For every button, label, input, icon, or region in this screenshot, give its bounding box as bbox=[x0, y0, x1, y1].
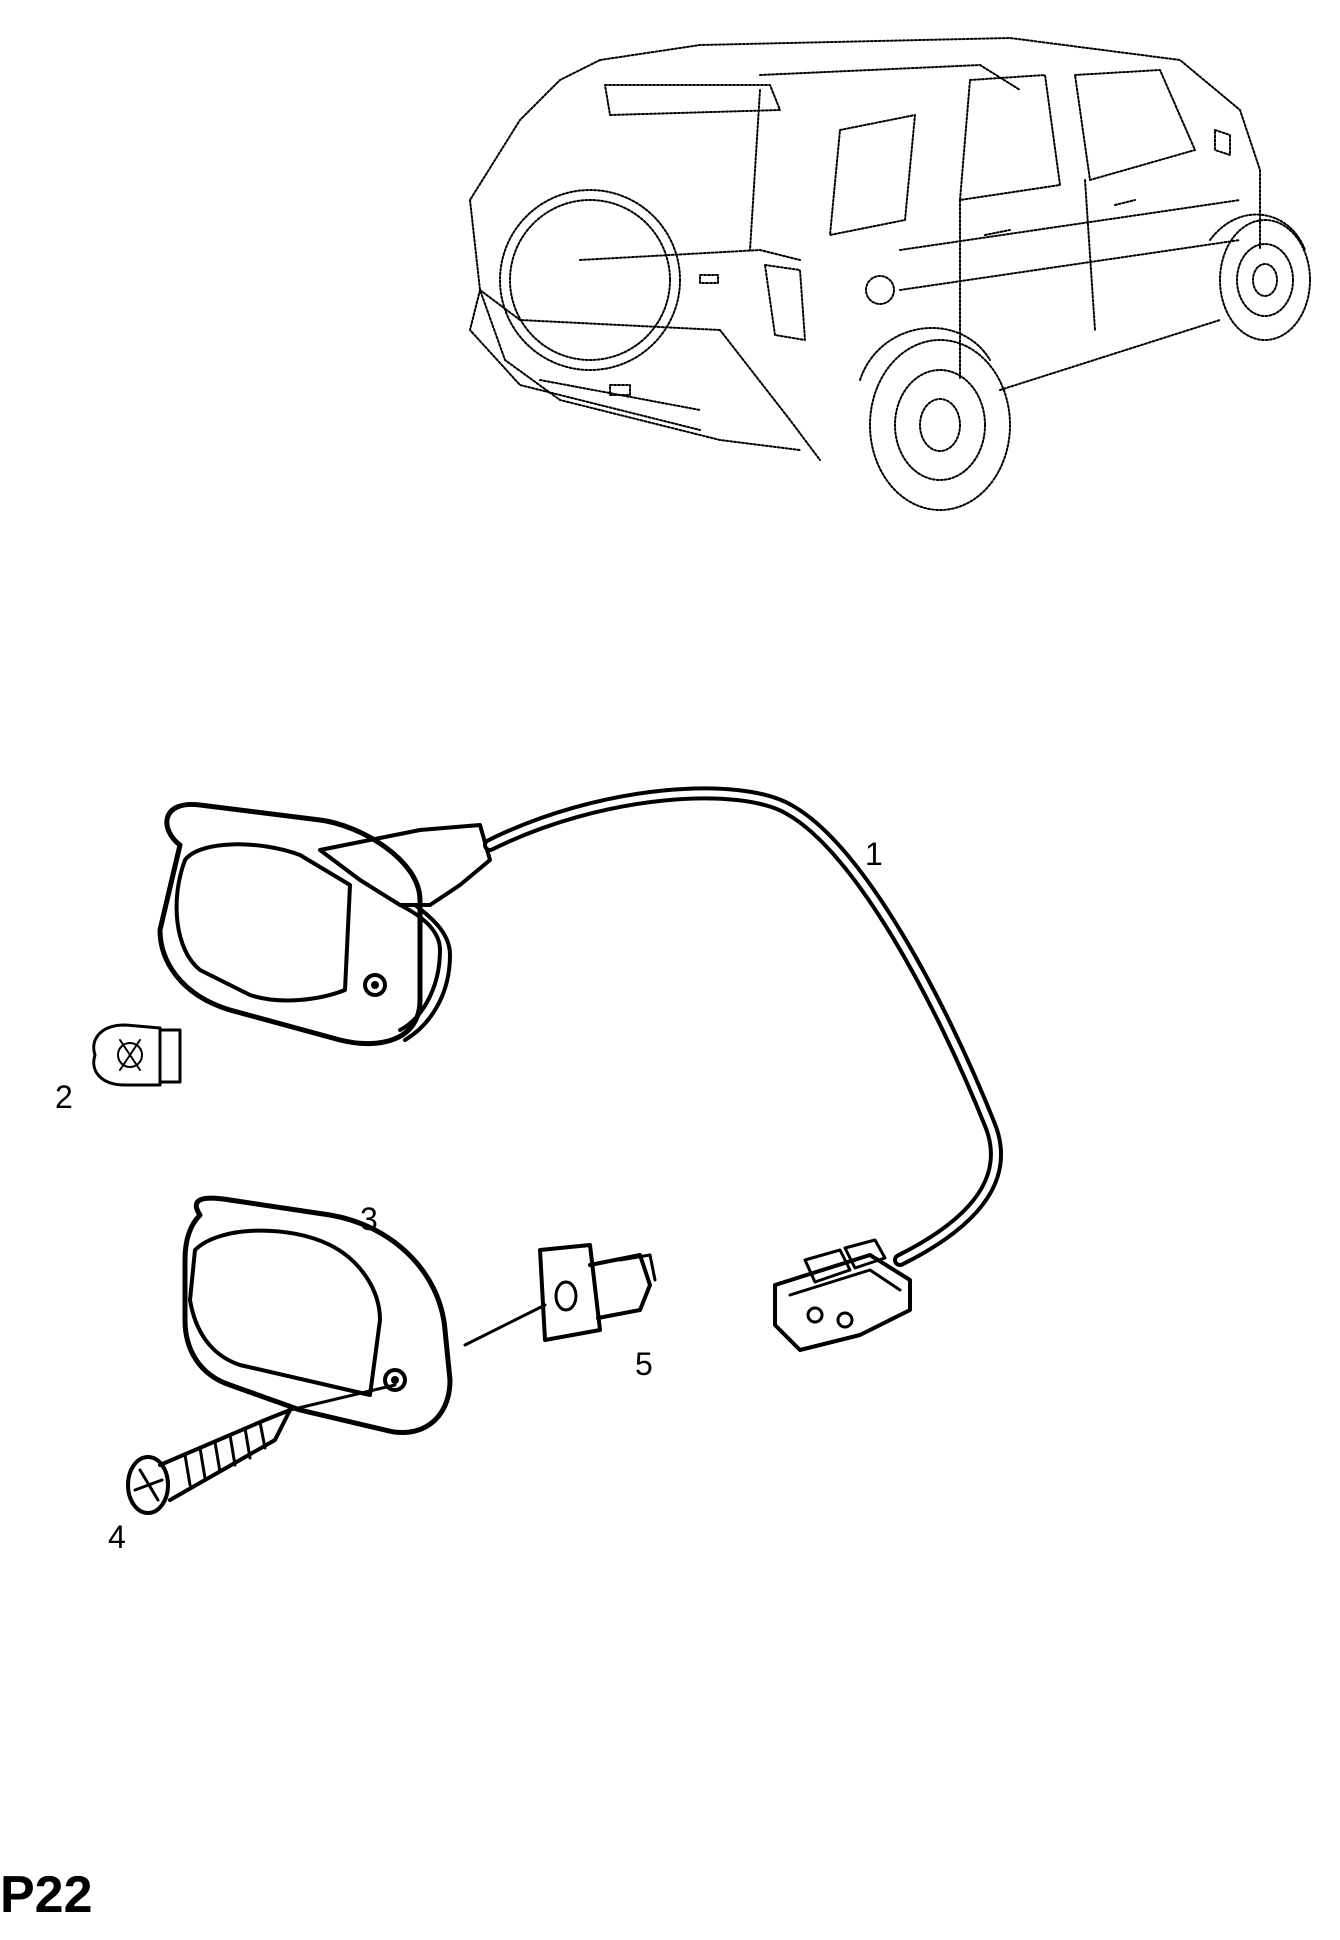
callout-5: 5 bbox=[635, 1346, 653, 1382]
bulb-icon bbox=[92, 1023, 182, 1087]
license-plate-lamp-with-harness-icon bbox=[157, 786, 1003, 1352]
callout-1: 1 bbox=[865, 836, 883, 872]
callout-2: 2 bbox=[55, 1079, 73, 1115]
callout-4: 4 bbox=[108, 1519, 126, 1555]
clip-nut-icon bbox=[538, 1243, 657, 1342]
callout-3: 3 bbox=[360, 1201, 378, 1237]
lamp-lens-icon bbox=[182, 1195, 547, 1436]
suv-rear-view-icon bbox=[469, 37, 1311, 511]
page-code: P22 bbox=[0, 1866, 93, 1924]
screw-icon bbox=[126, 1383, 397, 1515]
